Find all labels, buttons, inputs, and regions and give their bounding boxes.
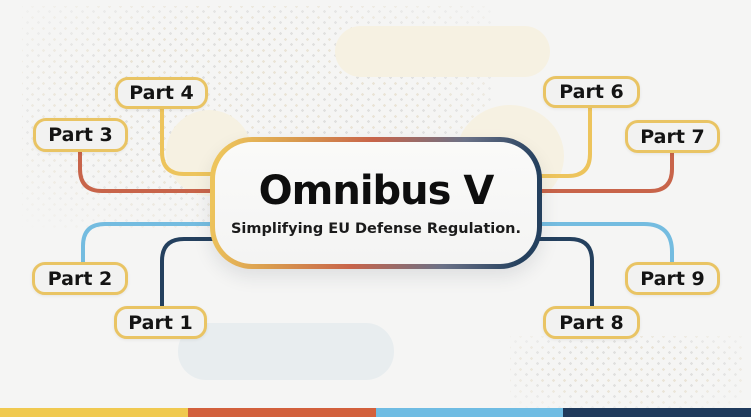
node-part-3-label: Part 3: [48, 124, 113, 146]
node-part-2: Part 2: [32, 262, 128, 295]
connector-part-3: [78, 150, 214, 193]
node-part-4-label: Part 4: [129, 82, 194, 104]
node-part-1-label: Part 1: [128, 311, 193, 334]
gray-pill-shape: [178, 323, 394, 380]
node-part-6: Part 6: [543, 76, 640, 108]
connector-part-8: [538, 237, 594, 309]
node-part-3: Part 3: [33, 118, 128, 152]
node-part-8-label: Part 8: [559, 311, 624, 334]
central-subtitle: Simplifying EU Defense Regulation.: [230, 220, 522, 237]
connector-part-7: [538, 151, 674, 193]
cream-pill-shape: [335, 26, 550, 77]
node-part-1: Part 1: [114, 306, 207, 339]
footer-bar-segment-yellow: [0, 408, 188, 417]
dot-grid-bottom-right: [510, 336, 742, 408]
connector-part-6: [538, 106, 592, 178]
node-part-9: Part 9: [625, 262, 720, 295]
connector-part-1: [160, 237, 214, 309]
connector-part-9: [538, 222, 674, 264]
footer-color-bar: [0, 408, 751, 417]
connector-part-2: [81, 222, 214, 264]
node-part-9-label: Part 9: [640, 267, 705, 290]
footer-bar-segment-navy: [563, 408, 751, 417]
connector-part-4: [160, 106, 214, 176]
node-part-7: Part 7: [625, 120, 720, 153]
node-part-7-label: Part 7: [640, 125, 705, 148]
central-title: Omnibus V: [258, 167, 495, 214]
node-part-8: Part 8: [543, 306, 640, 339]
footer-bar-segment-blue: [375, 408, 564, 417]
footer-bar-segment-orange: [187, 408, 376, 417]
central-card: Omnibus V Simplifying EU Defense Regulat…: [210, 137, 542, 269]
node-part-4: Part 4: [115, 77, 208, 109]
node-part-2-label: Part 2: [47, 267, 113, 290]
node-part-6-label: Part 6: [559, 81, 624, 103]
